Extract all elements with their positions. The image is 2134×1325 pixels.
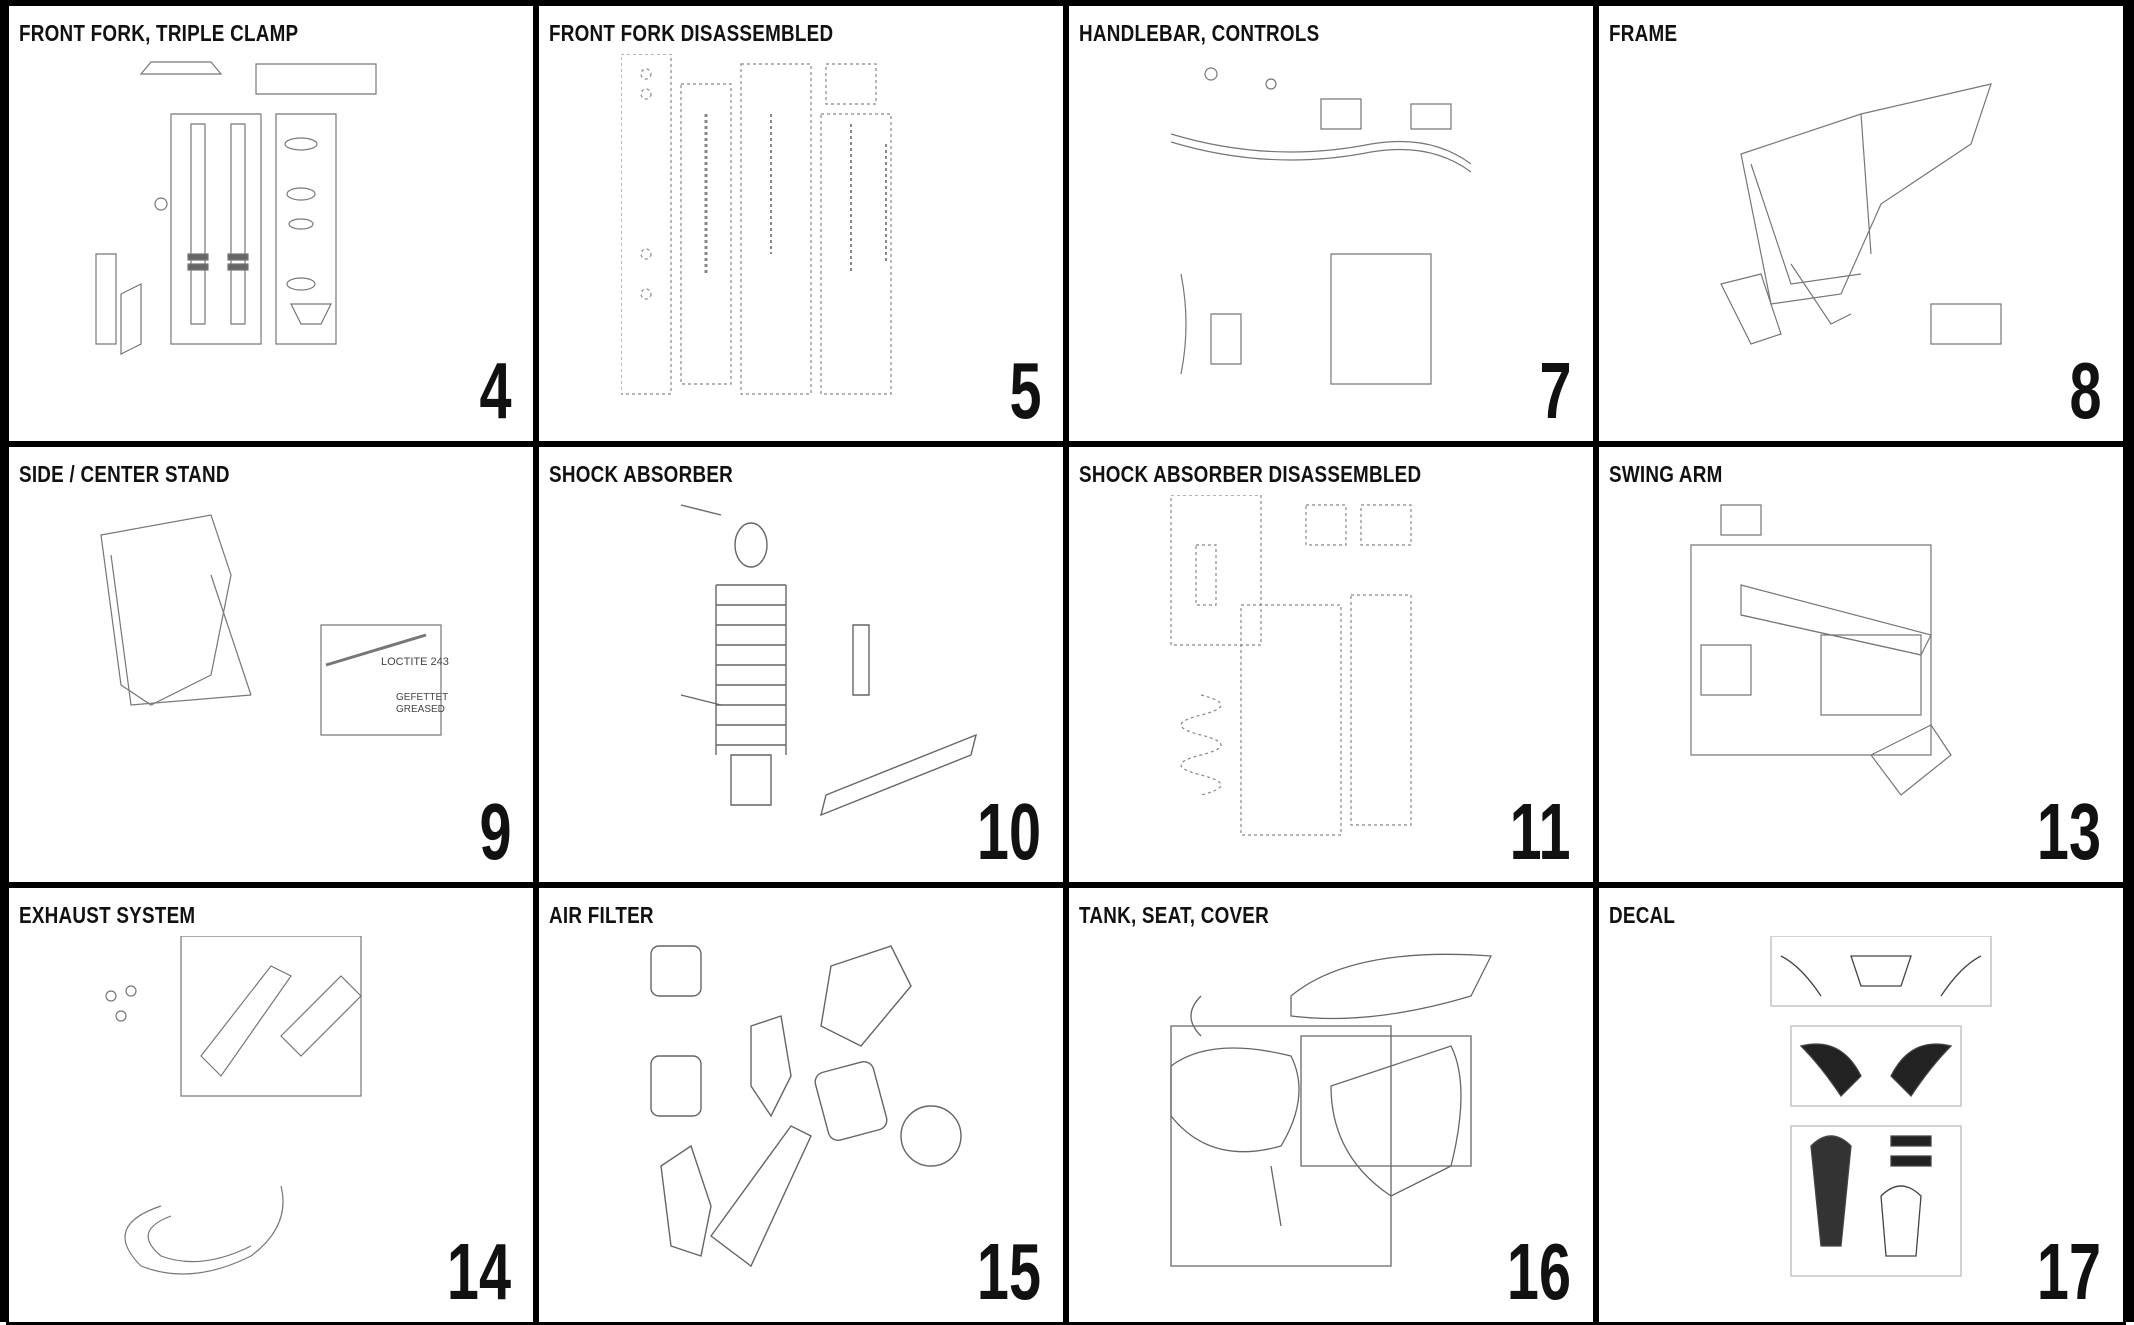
tank-seat-diagram-icon (1151, 936, 1511, 1286)
fork-disassembled-diagram-icon (621, 54, 981, 404)
section-title: FRONT FORK DISASSEMBLED (549, 20, 834, 46)
page-number: 7 (1538, 346, 1571, 435)
section-title: FRONT FORK, TRIPLE CLAMP (19, 20, 299, 46)
section-exhaust-system[interactable]: EXHAUST SYSTEM 14 (6, 885, 536, 1325)
section-swing-arm[interactable]: SWING ARM 13 (1596, 444, 2126, 885)
section-title: SWING ARM (1609, 461, 1723, 487)
page-number: 9 (478, 787, 511, 876)
page-number: 4 (478, 346, 511, 435)
page-number: 10 (976, 787, 1041, 876)
frame-diagram-icon (1681, 54, 2041, 404)
section-shock-absorber-disassembled[interactable]: SHOCK ABSORBER DISASSEMBLED 11 (1066, 444, 1596, 885)
section-decal[interactable]: DECAL 17 (1596, 885, 2126, 1325)
fork-triple-clamp-diagram-icon (91, 54, 451, 404)
section-side-center-stand[interactable]: SIDE / CENTER STAND LOCTITE 243 GEFETTET… (6, 444, 536, 885)
section-front-fork-disassembled[interactable]: FRONT FORK DISASSEMBLED 5 (536, 3, 1066, 444)
section-front-fork-triple-clamp[interactable]: FRONT FORK, TRIPLE CLAMP 4 (6, 3, 536, 444)
air-filter-diagram-icon (621, 936, 981, 1286)
swing-arm-diagram-icon (1681, 495, 2041, 845)
shock-disassembled-diagram-icon (1151, 495, 1511, 845)
stand-diagram-icon: LOCTITE 243 GEFETTET GREASED (91, 495, 451, 845)
decal-diagram-icon (1681, 936, 2041, 1286)
page-number: 8 (2068, 346, 2101, 435)
stand-greased-label-de: GEFETTET (396, 692, 448, 703)
section-title: HANDLEBAR, CONTROLS (1079, 20, 1320, 46)
section-title: TANK, SEAT, COVER (1079, 902, 1270, 928)
page-number: 11 (1510, 787, 1571, 876)
section-title: SHOCK ABSORBER DISASSEMBLED (1079, 461, 1422, 487)
section-frame[interactable]: FRAME 8 (1596, 3, 2126, 444)
page-number: 14 (446, 1227, 511, 1316)
section-title: AIR FILTER (549, 902, 654, 928)
stand-greased-label-en: GREASED (396, 704, 445, 715)
section-title: DECAL (1609, 902, 1676, 928)
section-shock-absorber[interactable]: SHOCK ABSORBER 10 (536, 444, 1066, 885)
page-number: 16 (1506, 1227, 1571, 1316)
handlebar-controls-diagram-icon (1151, 54, 1511, 404)
section-title: EXHAUST SYSTEM (19, 902, 196, 928)
page-number: 17 (2036, 1227, 2101, 1316)
page-number: 5 (1008, 346, 1041, 435)
shock-absorber-diagram-icon (621, 495, 981, 845)
section-air-filter[interactable]: AIR FILTER 15 (536, 885, 1066, 1325)
section-title: SHOCK ABSORBER (549, 461, 734, 487)
section-handlebar-controls[interactable]: HANDLEBAR, CONTROLS 7 (1066, 3, 1596, 444)
exhaust-diagram-icon (91, 936, 451, 1286)
section-title: SIDE / CENTER STAND (19, 461, 230, 487)
page-number: 15 (976, 1227, 1041, 1316)
page-number: 13 (2036, 787, 2101, 876)
stand-loctite-label: LOCTITE 243 (381, 656, 449, 668)
section-tank-seat-cover[interactable]: TANK, SEAT, COVER 16 (1066, 885, 1596, 1325)
section-title: FRAME (1609, 20, 1678, 46)
